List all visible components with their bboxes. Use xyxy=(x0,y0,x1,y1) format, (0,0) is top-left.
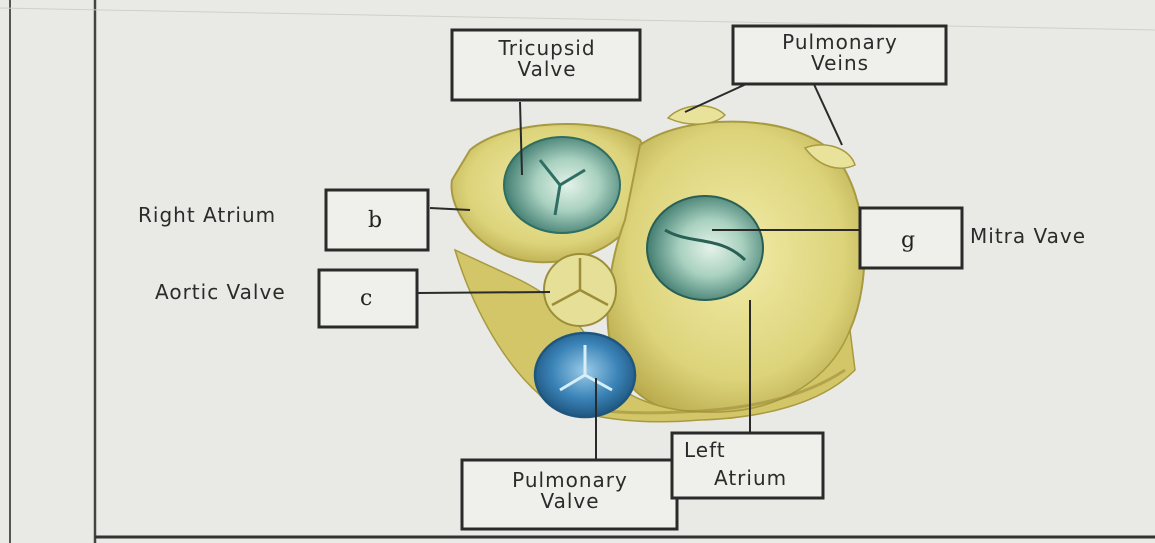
tricuspid-label-line2: Valve xyxy=(462,59,632,80)
pulmonary-valve-label: Pulmonary Valve xyxy=(470,470,670,512)
aortic-valve-label: Aortic Valve xyxy=(155,282,286,303)
pulmonary-valve-line2: Valve xyxy=(470,491,670,512)
right-atrium-label: Right Atrium xyxy=(138,205,276,226)
tricuspid-valve-label: Tricupsid Valve xyxy=(462,38,632,80)
pulmonary-veins-line2: Veins xyxy=(745,53,935,74)
tricuspid-label-line1: Tricupsid xyxy=(462,38,632,59)
pulmonary-valve-line1: Pulmonary xyxy=(470,470,670,491)
left-atrium-line2: Atrium xyxy=(714,468,787,489)
pulmonary-veins-label: Pulmonary Veins xyxy=(745,32,935,74)
label-b: b xyxy=(368,208,382,233)
left-atrium-line1: Left xyxy=(684,440,726,461)
mitral-valve-label: Mitra Vave xyxy=(970,226,1086,247)
label-g: g xyxy=(901,228,915,253)
mitral-valve-shape xyxy=(647,196,763,300)
pulmonary-veins-line1: Pulmonary xyxy=(745,32,935,53)
aortic-valve-shape xyxy=(544,254,616,326)
pulmonary-vein-stub-left xyxy=(668,106,725,124)
label-c: c xyxy=(360,286,372,311)
pulmonary-valve-shape xyxy=(535,333,635,417)
